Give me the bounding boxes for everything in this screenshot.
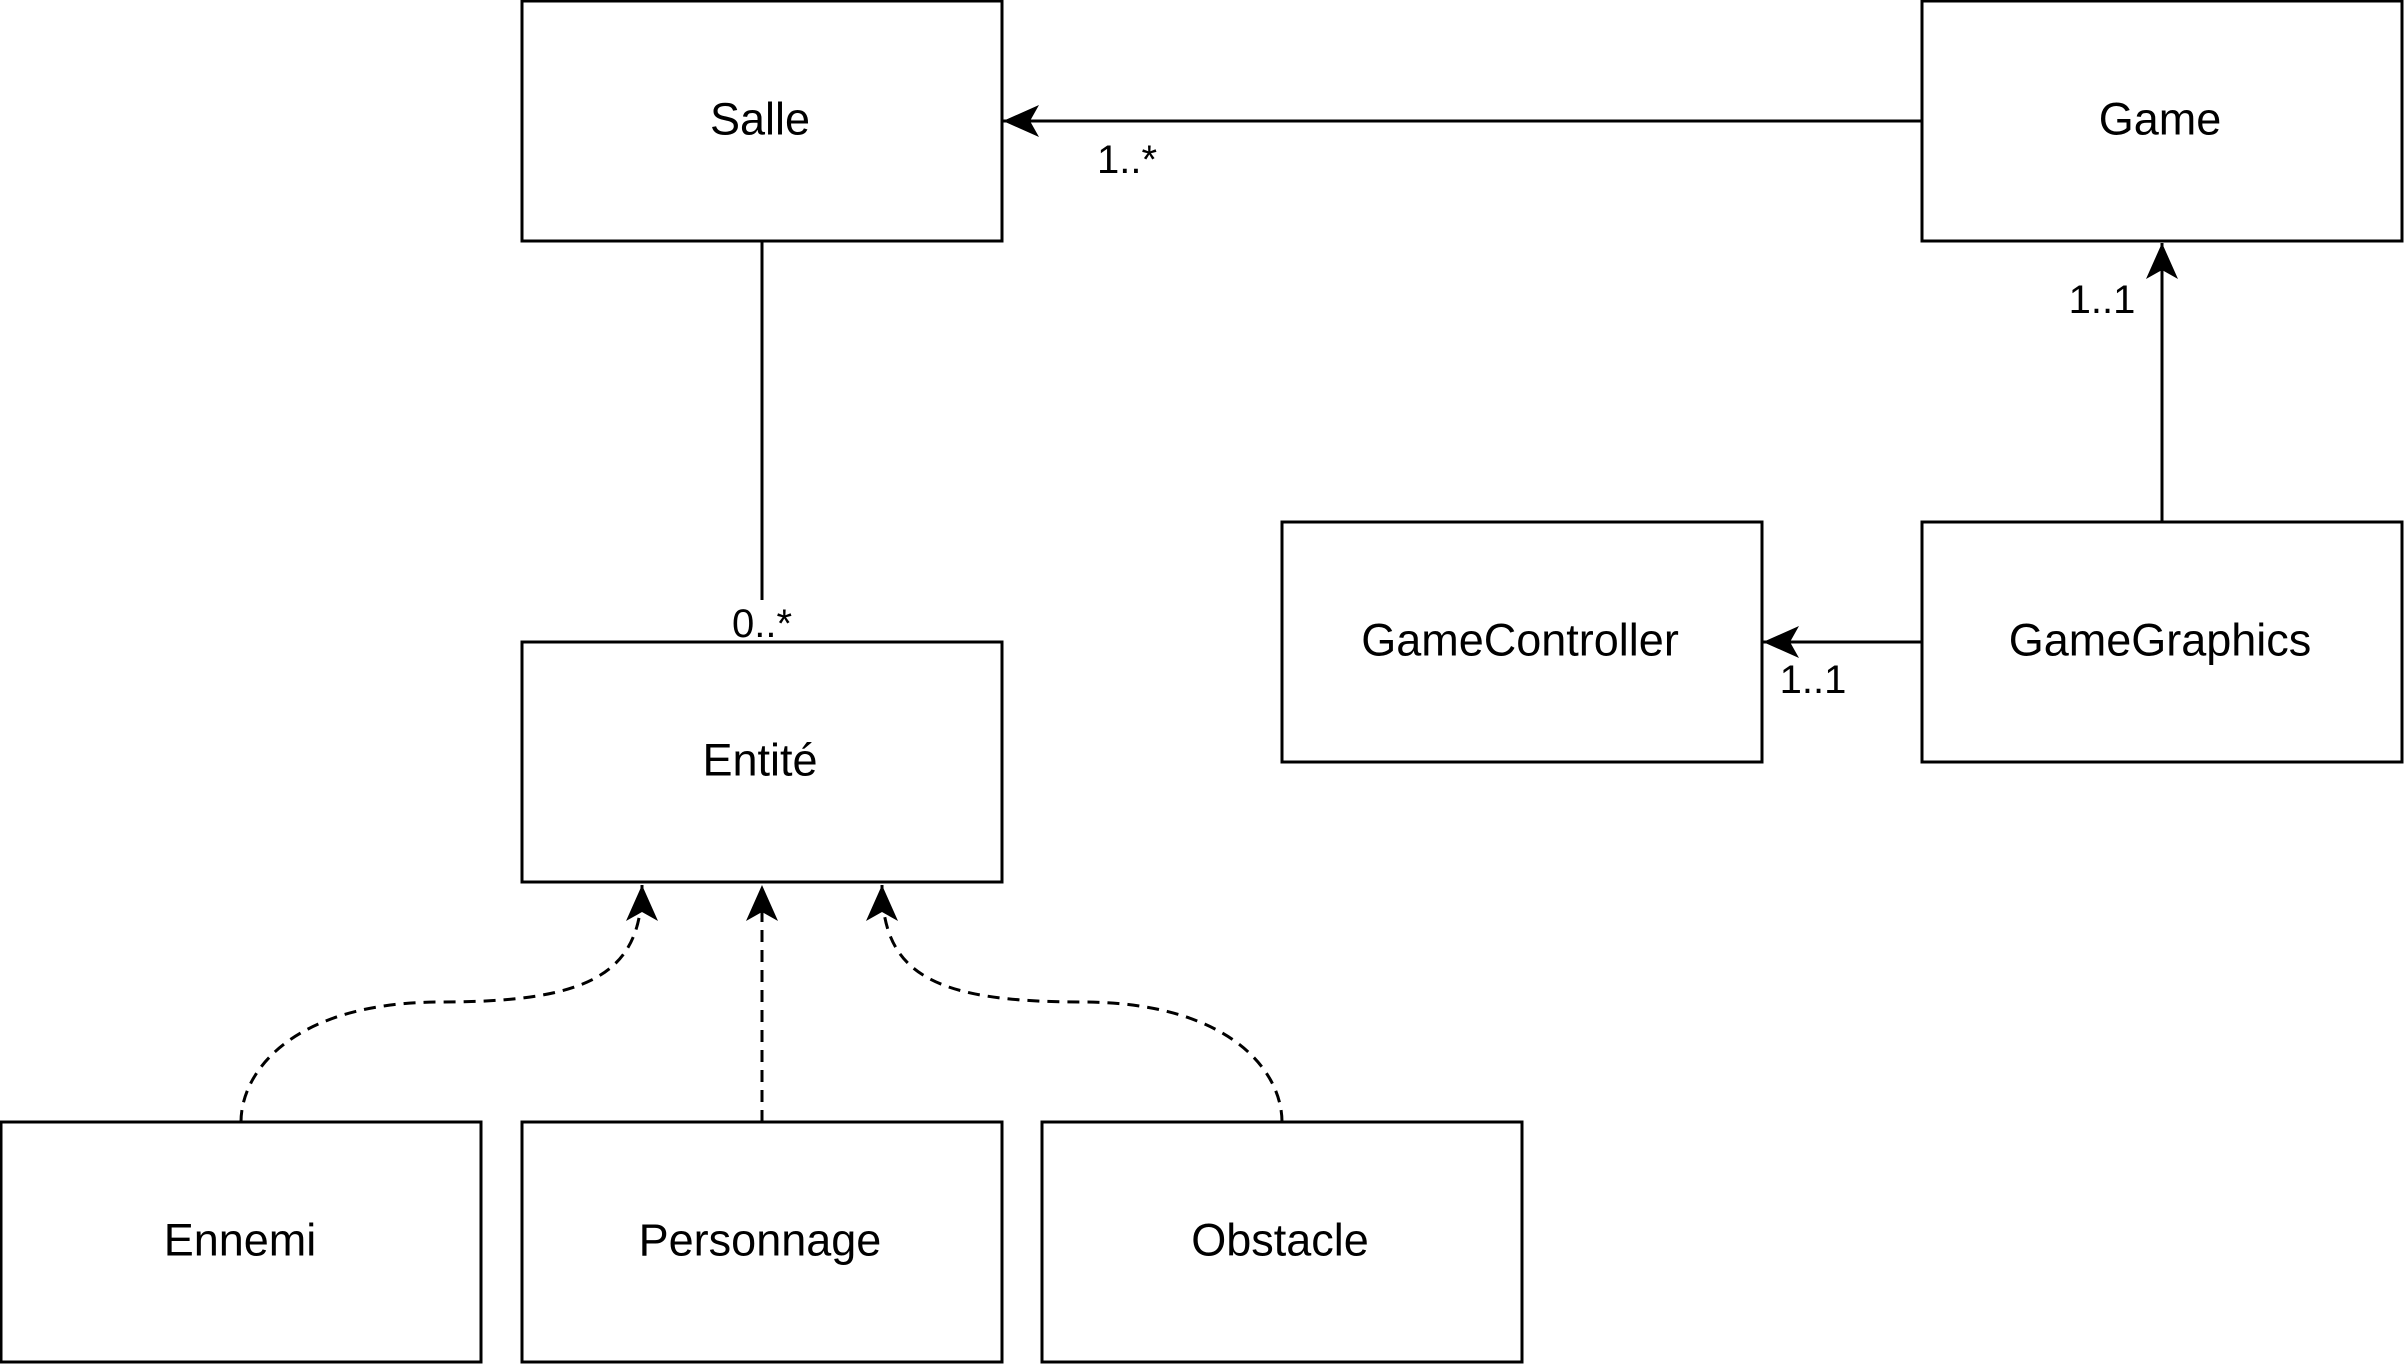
class-game-controller-name: GameController — [1361, 615, 1679, 666]
class-ennemi[interactable] — [0, 1120, 483, 1364]
class-ennemi-name: Ennemi — [164, 1215, 317, 1266]
multiplicity-game-salle: 1..* — [1097, 138, 1157, 182]
connectors — [239, 105, 2178, 1123]
class-entite-name: Entité — [702, 735, 817, 786]
multiplicity-graphics-game: 1..1 — [2069, 278, 2136, 322]
multiplicity-labels: 1..* 1..1 0..* 1..1 — [726, 138, 2135, 702]
class-game[interactable] — [1920, 0, 2404, 243]
class-obstacle[interactable] — [1040, 1120, 1524, 1364]
class-personnage-name: Personnage — [639, 1215, 882, 1266]
class-game-graphics[interactable] — [1920, 520, 2404, 764]
multiplicity-background — [726, 606, 798, 640]
multiplicity-graphics-controller: 1..1 — [1780, 658, 1847, 702]
class-entite[interactable] — [520, 640, 1004, 884]
class-labels: Salle Game GameController GameGraphics E… — [164, 94, 2312, 1266]
dependency-obstacle-entite — [866, 884, 1284, 1123]
dependency-ennemi-entite — [239, 884, 658, 1123]
class-obstacle-name: Obstacle — [1191, 1215, 1369, 1266]
class-personnage[interactable] — [520, 1120, 1004, 1364]
class-game-name: Game — [2099, 94, 2222, 145]
class-game-graphics-name: GameGraphics — [2009, 615, 2312, 666]
class-game-controller[interactable] — [1280, 520, 1764, 764]
multiplicity-salle-entite: 0..* — [732, 602, 792, 646]
class-salle-name: Salle — [710, 94, 810, 145]
class-salle[interactable] — [520, 0, 1004, 243]
